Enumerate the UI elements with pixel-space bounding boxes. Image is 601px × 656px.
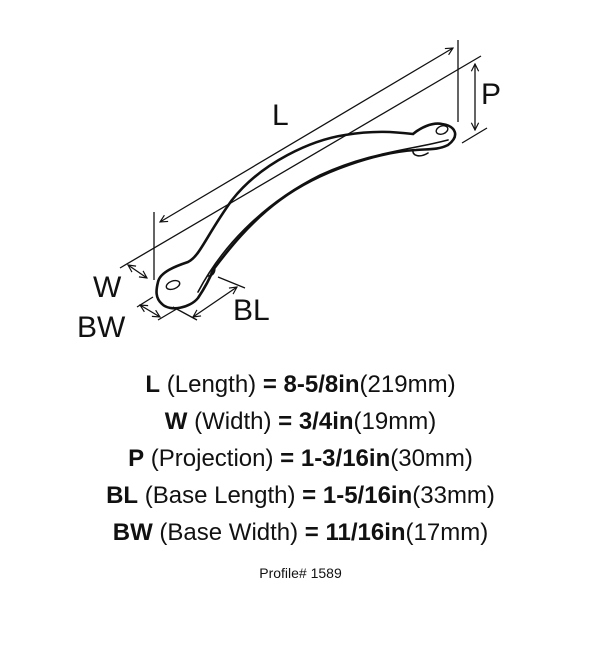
handle-outline [155,122,457,310]
spec-abbr: W [164,408,188,435]
spec-name: (Projection) [150,445,274,472]
spec-imperial: 8-5/8in [283,371,360,398]
spec-eq: = [278,408,293,435]
spec-name: (Base Length) [144,482,296,509]
label-w: W [93,271,122,304]
specifications-list: L (Length) = 8-5/8in(219mm) W (Width) = … [0,366,601,551]
dimension-lines [119,40,488,321]
bl-extension-right [217,276,246,289]
bl-dimension-arrow [193,287,237,317]
spec-eq: = [304,519,319,546]
spec-metric: (219mm) [359,371,456,398]
spec-eq: = [280,445,295,472]
w-dimension-arrow [128,265,147,278]
spec-metric: (30mm) [390,445,473,472]
label-bw: BW [77,311,126,344]
spec-imperial: 3/4in [298,408,354,435]
spec-name: (Width) [194,408,272,435]
spec-abbr: L [145,371,161,398]
spec-eq: = [262,371,277,398]
pull-handle [155,122,457,310]
spec-abbr: BW [112,519,153,546]
spec-metric: (33mm) [412,482,495,509]
spec-imperial: 1-3/16in [300,445,391,472]
handle-inner-edge [197,139,449,293]
spec-imperial: 1-5/16in [322,482,413,509]
spec-abbr: BL [106,482,139,509]
l-dimension-arrow [160,48,453,222]
bw-dimension-arrow [140,305,160,317]
spec-name: (Base Width) [159,519,299,546]
spec-base-length: BL (Base Length) = 1-5/16in(33mm) [0,477,601,514]
mount-post-left [207,265,216,277]
spec-imperial: 11/16in [325,519,406,546]
bw-extension-left [136,296,154,308]
top-reference-line [119,55,482,269]
label-l: L [272,99,289,132]
spec-eq: = [302,482,317,509]
bl-extension-left [172,306,198,321]
spec-projection: P (Projection) = 1-3/16in(30mm) [0,440,601,477]
label-p: P [481,78,502,111]
spec-length: L (Length) = 8-5/8in(219mm) [0,366,601,403]
spec-metric: (19mm) [353,408,437,435]
spec-base-width: BW (Base Width) = 11/16in(17mm) [0,514,601,551]
spec-width: W (Width) = 3/4in(19mm) [0,403,601,440]
spec-abbr: P [128,445,145,472]
profile-number: Profile# 1589 [259,565,342,581]
p-extension-bottom [461,127,488,144]
mount-hole-left [165,279,181,291]
spec-name: (Length) [166,371,257,398]
spec-metric: (17mm) [405,519,489,546]
label-bl: BL [233,294,270,327]
